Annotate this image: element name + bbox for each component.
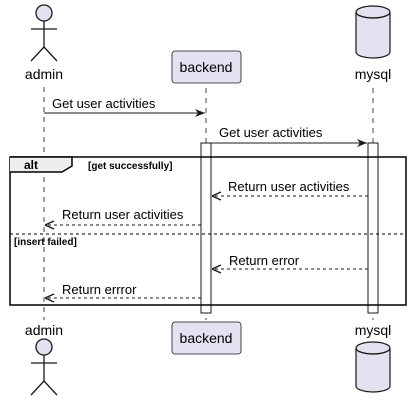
database-icon — [355, 5, 391, 59]
participant-label-backend-top: backend — [180, 59, 233, 75]
stick-figure-icon — [30, 338, 58, 396]
message-1: Get user activities — [44, 96, 205, 117]
participant-backend-bottom: backend — [171, 321, 242, 355]
alt-fragment: alt [get successfully] [insert failed] — [9, 156, 407, 306]
message-6: Return errror — [45, 282, 201, 298]
participant-label-admin-top: admin — [25, 66, 63, 82]
participant-mysql-bottom: mysql — [355, 322, 392, 393]
participant-label-mysql-top: mysql — [355, 66, 392, 82]
participant-mysql-top: mysql — [355, 5, 392, 82]
alt-tag: alt — [24, 158, 38, 172]
participant-label-admin-bottom: admin — [25, 322, 63, 338]
svg-text:Return error: Return error — [229, 253, 300, 268]
activation-backend — [200, 142, 212, 314]
participant-label-mysql-bottom: mysql — [355, 322, 392, 338]
alt-guard-success: [get successfully] — [88, 161, 172, 172]
activation-mysql — [367, 142, 379, 314]
message-2: Get user activities — [211, 125, 367, 147]
stick-figure-icon — [30, 4, 58, 62]
actor-admin-bottom: admin — [25, 322, 63, 396]
svg-text:Get user activities: Get user activities — [52, 96, 156, 111]
message-5: Return error — [212, 253, 368, 269]
message-4: Return user activities — [45, 207, 201, 225]
participant-label-backend-bottom: backend — [180, 330, 233, 346]
svg-text:Get user activities: Get user activities — [219, 125, 323, 140]
participant-backend-top: backend — [171, 50, 242, 84]
svg-text:Return user activities: Return user activities — [62, 207, 184, 222]
message-3: Return user activities — [212, 179, 368, 196]
database-icon — [355, 341, 391, 393]
svg-text:Return user activities: Return user activities — [228, 179, 350, 194]
svg-text:Return errror: Return errror — [62, 282, 137, 297]
actor-admin-top: admin — [25, 4, 63, 82]
alt-guard-failed: [insert failed] — [14, 237, 77, 248]
